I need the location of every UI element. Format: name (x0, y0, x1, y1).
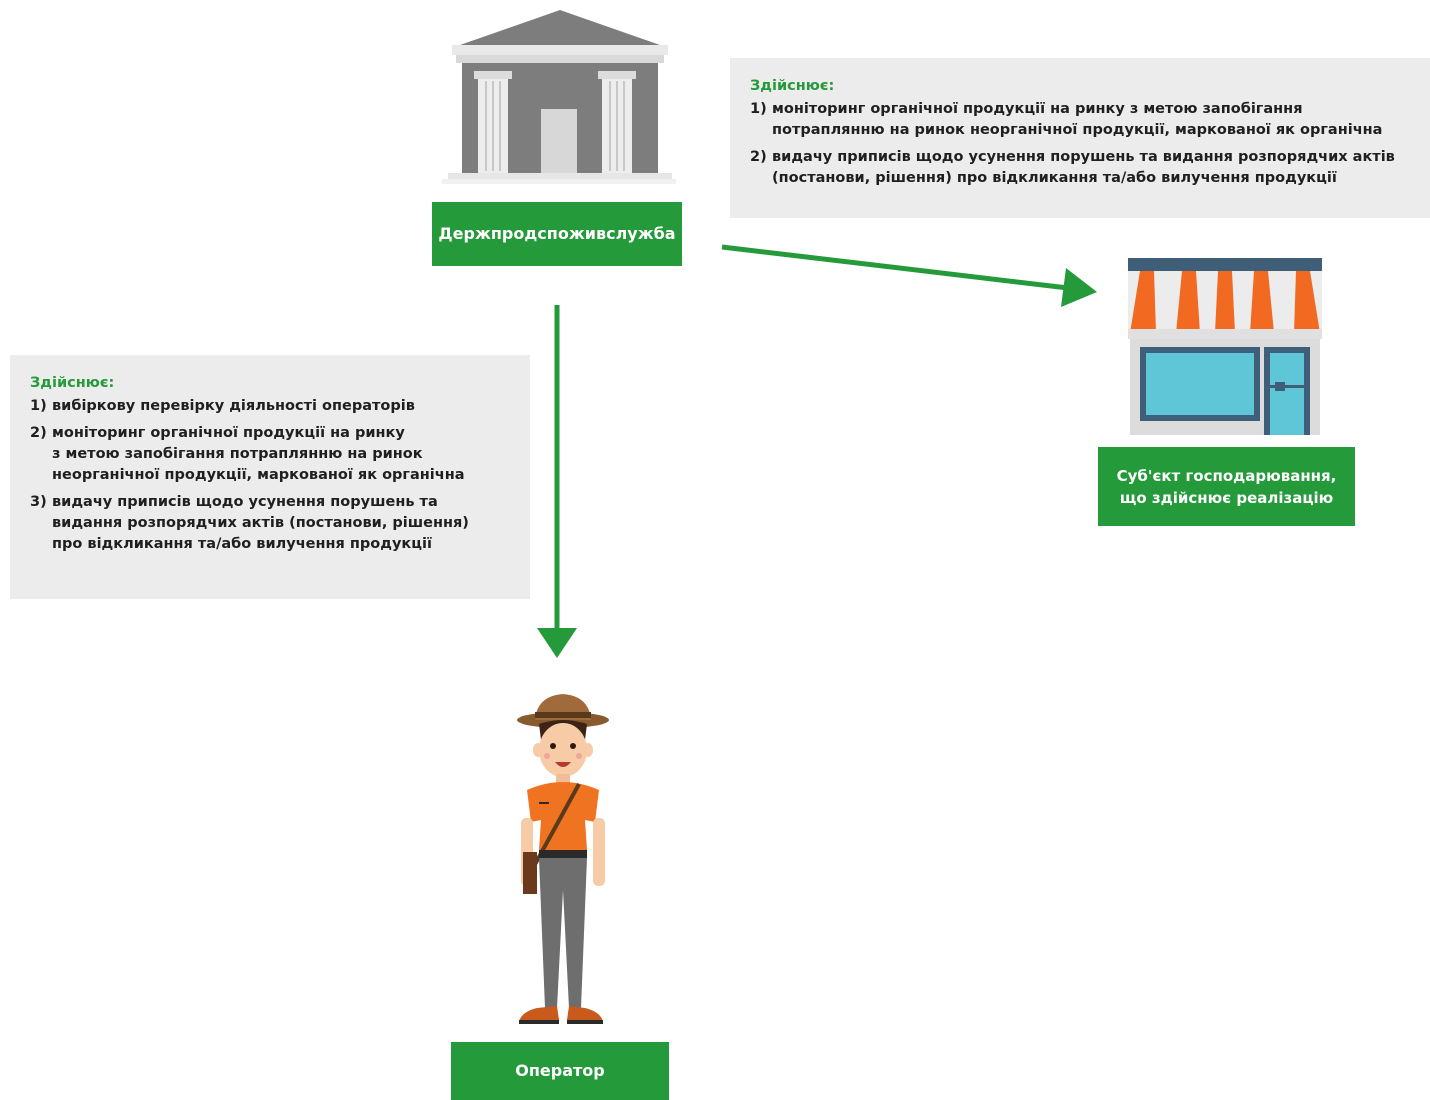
item-text: вибіркову перевірку діяльності операторі… (52, 398, 415, 414)
government-building-icon (442, 10, 676, 184)
item-text: моніторинг органічної продукції на ринку… (52, 425, 465, 483)
item-text: моніторинг органічної продукції на ринку… (772, 101, 1383, 138)
duties-heading: Здійснює: (30, 375, 115, 391)
seller-label: Суб'єкт господарювання, що здійснює реал… (1098, 447, 1355, 526)
list-item: 1) вибіркову перевірку діяльності операт… (30, 396, 522, 417)
operator-label: Оператор (451, 1042, 669, 1100)
item-text: видачу приписів щодо усунення порушень т… (772, 149, 1395, 186)
authority-duties-box-right: Здійснює: 1) моніторинг органічної проду… (730, 58, 1430, 218)
item-text: видачу приписів щодо усунення порушень т… (52, 494, 469, 552)
item-number: 2) (750, 149, 767, 165)
list-item: 2) моніторинг органічної продукції на ри… (30, 423, 522, 486)
item-number: 1) (30, 398, 47, 414)
item-number: 1) (750, 101, 767, 117)
list-item: 1) моніторинг органічної продукції на ри… (750, 99, 1420, 141)
authority-label: Держпродспоживслужба (432, 202, 682, 266)
item-number: 2) (30, 425, 47, 441)
duties-heading: Здійснює: (750, 78, 835, 94)
farmer-person-icon (517, 694, 609, 1024)
list-item: 3) видачу приписів щодо усунення порушен… (30, 492, 522, 555)
item-number: 3) (30, 494, 47, 510)
authority-duties-box-left: Здійснює: 1) вибіркову перевірку діяльно… (10, 355, 530, 599)
list-item: 2) видачу приписів щодо усунення порушен… (750, 147, 1420, 189)
shop-storefront-icon (1128, 258, 1322, 435)
